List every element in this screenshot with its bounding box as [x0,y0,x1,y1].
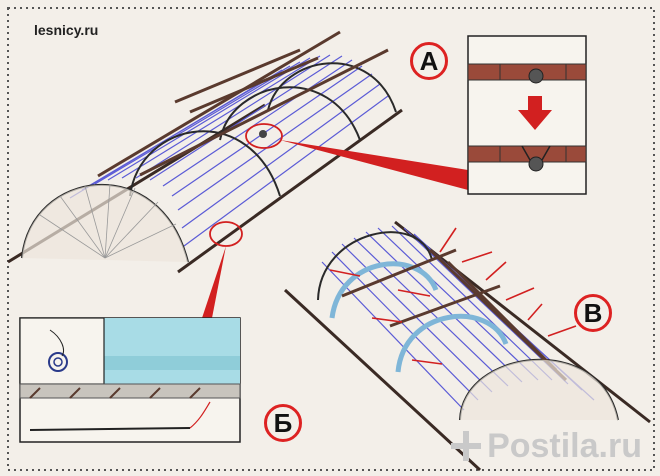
front-fan-lines [39,183,177,259]
greenhouse-v [283,220,651,472]
main-greenhouse [7,30,403,274]
longitudinal-rods [97,30,389,178]
dotted-border [7,7,655,471]
postila-logo: Postila.ru [451,427,642,466]
label-a-text: А [419,45,439,76]
callout-b-marker [209,221,243,247]
ground-rod-right [177,108,403,274]
label-a-badge: А [410,42,448,80]
pointer-b [202,246,226,318]
inset-b [19,317,241,443]
label-v-badge: В [574,294,612,332]
front-panel [22,184,188,262]
label-b-badge: Б [264,404,302,442]
label-v-text: В [583,297,603,328]
site-label: lesnicy.ru [34,22,99,38]
inset-a [467,35,587,195]
logo-text: Postila.ru [487,427,642,465]
label-b-text: Б [273,407,293,438]
film-lines [69,54,389,247]
plus-icon [451,431,482,461]
clip-dot [259,130,267,138]
pointer-a [280,140,468,190]
callout-a-marker [245,123,283,149]
